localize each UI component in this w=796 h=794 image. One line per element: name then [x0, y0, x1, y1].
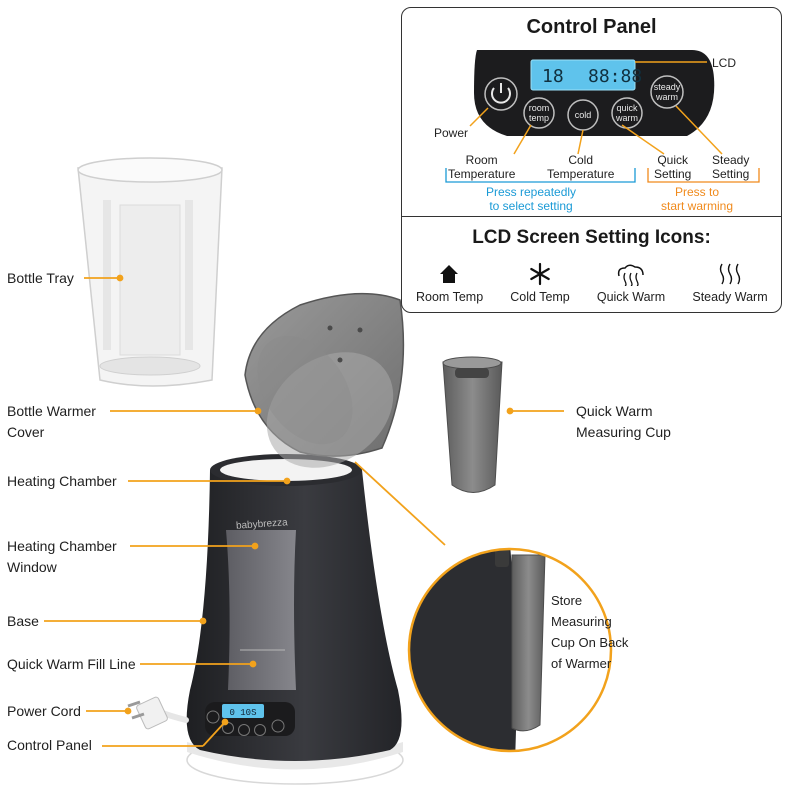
store-cup-zoom-circle: [407, 547, 613, 753]
power-cord-illustration: [127, 696, 189, 730]
label-base: Base: [7, 613, 39, 629]
house-icon: [440, 265, 458, 283]
device-lcd-readout: 0 10S: [229, 708, 256, 718]
svg-text:warm: warm: [655, 92, 678, 102]
label-heating-chamber: Heating Chamber: [7, 473, 117, 489]
snowflake-icon: [530, 262, 550, 286]
svg-text:temp: temp: [529, 113, 549, 123]
room-temp-button-graphic: [523, 97, 555, 129]
brand-logo: babybrezza: [236, 517, 289, 532]
bottle-warmer-cover-illustration: [244, 292, 405, 468]
press-to-start-note: Press to start warming: [661, 185, 734, 213]
press-repeatedly-note: Press repeatedly to select setting: [486, 185, 577, 213]
bottle-tray-illustration: [77, 157, 223, 387]
icon-item-quick-warm: Quick Warm: [594, 262, 668, 304]
cloud-heat-icon: [617, 264, 644, 286]
control-panel-diagram: 18 88:88 room temp cold quick warm stead…: [445, 50, 760, 183]
panel-divider: [402, 216, 781, 217]
label-quick-warm-measuring-cup: Quick Warm Measuring Cup: [576, 403, 671, 440]
steady-setting-callout: Steady Setting: [712, 153, 750, 181]
svg-text:cold: cold: [575, 110, 592, 120]
label-heating-chamber-window: Heating Chamber Window: [7, 538, 117, 575]
steady-warm-button-graphic: [650, 75, 684, 109]
warmer-base-illustration: babybrezza 0 10S: [186, 454, 404, 785]
svg-text:warm: warm: [615, 113, 638, 123]
lcd-callout: LCD: [712, 56, 737, 70]
control-panel-legend: Control Panel 18 88:88 room temp cold qu…: [401, 7, 782, 313]
label-quick-warm-fill-line: Quick Warm Fill Line: [7, 656, 136, 672]
svg-text:quick: quick: [616, 103, 638, 113]
power-callout: Power: [434, 126, 469, 140]
label-store-measuring-cup: Store Measuring Cup On Back of Warmer: [551, 593, 629, 671]
label-bottle-tray: Bottle Tray: [7, 270, 74, 286]
control-panel-title: Control Panel: [526, 16, 657, 38]
label-control-panel: Control Panel: [7, 737, 92, 753]
icon-item-cold-temp: Cold Temp: [507, 262, 573, 304]
quick-warm-measuring-cup-illustration: [442, 356, 503, 493]
svg-text:steady: steady: [654, 82, 681, 92]
icon-item-room-temp: Room Temp: [416, 262, 483, 304]
power-button-graphic: [484, 77, 518, 111]
lcd-icons-title: LCD Screen Setting Icons:: [472, 227, 711, 248]
icon-item-steady-warm: Steady Warm: [688, 262, 772, 304]
cold-temperature-callout: Cold Temperature: [547, 153, 615, 181]
steam-icon: [719, 263, 741, 285]
quick-setting-callout: Quick Setting: [654, 153, 692, 181]
lcd-time-readout: 88:88: [588, 66, 642, 87]
svg-text:room: room: [529, 103, 550, 113]
label-power-cord: Power Cord: [7, 703, 81, 719]
lcd-temp-readout: 18: [542, 66, 564, 87]
room-temperature-callout: Room Temperature: [448, 153, 516, 181]
leader-lines: [44, 274, 564, 747]
label-bottle-warmer-cover: Bottle Warmer Cover: [7, 403, 96, 440]
